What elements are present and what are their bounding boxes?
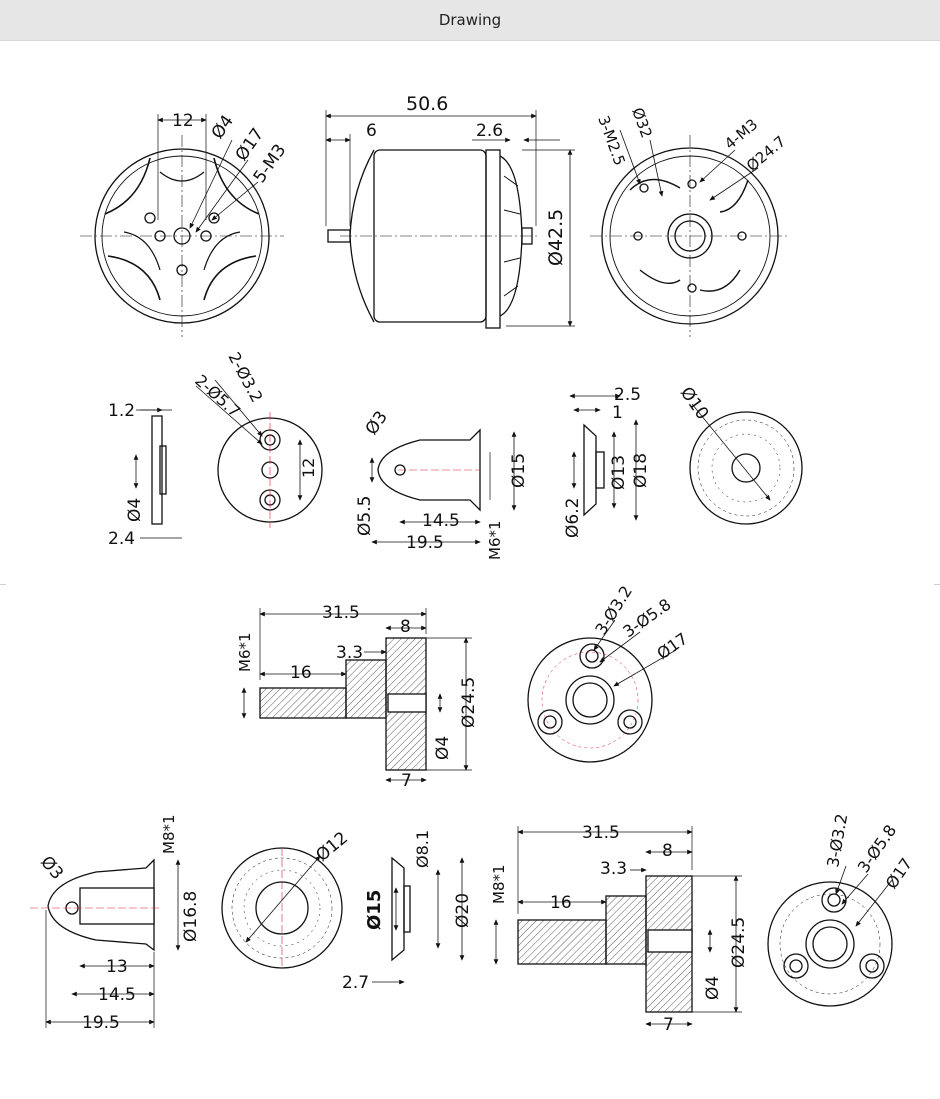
dim-adapter1-d4: Ø4 [433, 736, 453, 760]
page-header: Drawing [0, 0, 940, 41]
dim-washer-d4: Ø4 [125, 498, 145, 522]
motor-side-view [325, 110, 575, 329]
dim-side-d42-5: Ø42.5 [545, 209, 567, 266]
prop-nut-cone-m8 [30, 858, 181, 1028]
dim-plate-12: 12 [299, 458, 318, 478]
dim-cone2-m8: M8*1 [160, 814, 178, 854]
dim-adapter1-31-5: 31.5 [322, 603, 360, 623]
dim-front-12: 12 [172, 111, 194, 131]
dim-side-2-6: 2.6 [476, 121, 503, 141]
dim-ringside-2-7: 2.7 [342, 973, 369, 993]
dim-nut-19-5: 19.5 [406, 533, 444, 553]
prop-adapter-m8 [493, 826, 742, 1027]
dim-cone2-19-5: 19.5 [82, 1013, 120, 1033]
page-title: Drawing [438, 11, 502, 29]
prop-adapter-m6-top-view [527, 619, 677, 763]
dim-side-6: 6 [366, 121, 377, 141]
dim-adapter1-m6: M6*1 [236, 632, 254, 672]
motor-technical-drawing: 12 Ø4 Ø17 5-M3 50.6 6 2.6 Ø42.5 3-M2.5 Ø… [30, 93, 916, 1035]
dim-adapter2-d4: Ø4 [703, 976, 723, 1000]
washer-side-view [133, 407, 182, 539]
prop-adapter-m6 [241, 608, 472, 783]
dim-flange-1: 1 [612, 403, 623, 423]
prop-nut-cone [369, 428, 517, 545]
dim-adapter2-top-3d3-2: 3-Ø3.2 [823, 812, 851, 868]
dim-adapter1-d24-5: Ø24.5 [459, 677, 479, 728]
dim-adapter2-3-3: 3.3 [600, 859, 627, 879]
dim-flange-2-5: 2.5 [614, 385, 641, 405]
dim-knurl-d10: Ø10 [676, 383, 712, 423]
ring-side-view [372, 856, 465, 985]
dim-flange-d6-2: Ø6.2 [563, 498, 583, 538]
dim-cone2-d16-8: Ø16.8 [181, 891, 201, 942]
dim-adapter2-7: 7 [663, 1015, 674, 1035]
dim-side-50-6: 50.6 [406, 93, 448, 115]
dim-ringside-d20: Ø20 [453, 893, 473, 928]
dim-adapter1-16: 16 [290, 663, 312, 683]
dim-cone2-13: 13 [106, 957, 128, 977]
dim-adapter2-d24-5: Ø24.5 [729, 917, 749, 968]
dim-ringside-d8-1: Ø8.1 [413, 830, 432, 868]
motor-rear-view [590, 129, 790, 337]
dim-adapter1-top-d17: Ø17 [653, 629, 691, 663]
dim-cone2-14-5: 14.5 [98, 985, 136, 1005]
left-divider-tick [0, 584, 6, 585]
dim-ringside-d15: Ø15 [364, 890, 385, 930]
dim-adapter1-8: 8 [400, 617, 411, 637]
motor-front-view [80, 114, 284, 337]
dim-front-d4: Ø4 [208, 112, 238, 143]
dim-adapter2-16: 16 [550, 893, 572, 913]
dim-rear-d24-7: Ø24.7 [743, 132, 789, 175]
knurled-ring [221, 847, 343, 969]
dim-adapter1-7: 7 [401, 771, 412, 791]
prop-adapter-m8-top-view [767, 865, 893, 1007]
dim-adapter2-8: 8 [662, 841, 673, 861]
dim-washer-2-4: 2.4 [108, 529, 135, 549]
dim-nut-d15: Ø15 [509, 453, 529, 488]
dim-adapter2-m8: M8*1 [490, 864, 508, 904]
dim-nut-d5-5: Ø5.5 [355, 496, 375, 536]
dim-nut-d3: Ø3 [362, 408, 392, 439]
dim-flange-d18: Ø18 [631, 453, 651, 488]
dim-rear-4m3: 4-M3 [721, 115, 761, 153]
dim-adapter2-31-5: 31.5 [582, 823, 620, 843]
dim-flange-d13: Ø13 [609, 455, 629, 490]
dim-cone2-d3: Ø3 [36, 852, 67, 883]
flange-side-view [569, 393, 639, 521]
dim-nut-m6: M6*1 [486, 520, 504, 560]
dim-nut-14-5: 14.5 [422, 511, 460, 531]
dim-rear-d32: Ø32 [628, 105, 655, 140]
mount-plate [195, 379, 323, 528]
knurled-washer-small [689, 403, 803, 525]
right-divider-tick [934, 584, 940, 585]
dim-washer-1-2: 1.2 [108, 401, 135, 421]
dim-adapter1-3-3: 3.3 [336, 643, 363, 663]
